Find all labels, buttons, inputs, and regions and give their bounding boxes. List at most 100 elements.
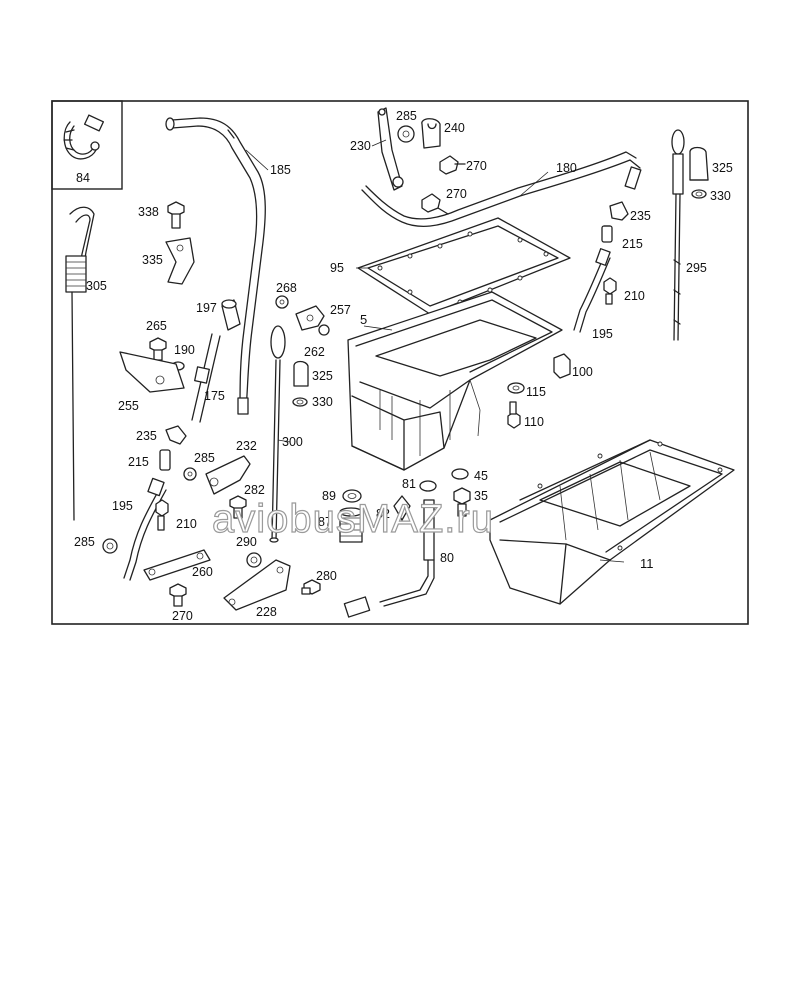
label-5: 5 bbox=[360, 312, 367, 327]
part-180-pipe bbox=[361, 151, 642, 228]
part-232-bracket bbox=[205, 455, 251, 495]
label-195: 195 bbox=[112, 499, 133, 513]
label-290: 290 bbox=[236, 535, 257, 549]
part-110-bolt bbox=[507, 401, 521, 429]
part-282-bolt bbox=[229, 495, 247, 519]
part-338-bolt bbox=[167, 201, 185, 229]
label-110: 110 bbox=[524, 415, 544, 429]
part-235-clip-right bbox=[609, 201, 629, 221]
part-257-bracket bbox=[295, 305, 325, 331]
part-215-fitting-left bbox=[159, 449, 171, 471]
part-228-bracket bbox=[223, 559, 291, 611]
label-282: 282 bbox=[244, 483, 265, 497]
label-195: 195 bbox=[592, 327, 613, 341]
label-35: 35 bbox=[474, 489, 488, 503]
part-285-washer-left bbox=[102, 538, 118, 554]
label-228: 228 bbox=[256, 605, 277, 619]
part-290-washer bbox=[246, 552, 262, 568]
part-262-clip bbox=[318, 324, 330, 336]
label-285: 285 bbox=[396, 109, 417, 123]
part-81-ring bbox=[419, 480, 437, 492]
label-210: 210 bbox=[624, 289, 645, 303]
label-190: 190 bbox=[174, 343, 195, 357]
part-89-ring bbox=[342, 489, 362, 503]
label-265: 265 bbox=[146, 319, 167, 333]
part-300-dipstick bbox=[269, 325, 286, 543]
inset-box-84 bbox=[51, 100, 123, 190]
label-270: 270 bbox=[466, 159, 487, 173]
part-270-bolt-bottom bbox=[169, 583, 187, 607]
label-270: 270 bbox=[172, 609, 193, 623]
part-84-clamp bbox=[63, 114, 105, 160]
callout-labels: 84 185 285 240 230 270 180 270 325 330 3… bbox=[74, 109, 733, 623]
part-197-sleeve bbox=[221, 299, 241, 331]
label-87: 87 bbox=[318, 515, 332, 529]
label-338: 338 bbox=[138, 205, 159, 219]
label-45: 45 bbox=[474, 469, 488, 483]
part-330-washer-mid bbox=[292, 397, 308, 407]
label-82: 82 bbox=[376, 507, 390, 521]
label-285: 285 bbox=[194, 451, 215, 465]
label-197: 197 bbox=[196, 301, 217, 315]
part-230-bracket bbox=[377, 107, 466, 215]
label-300: 300 bbox=[282, 435, 303, 449]
part-285-washer-mid bbox=[183, 467, 197, 481]
label-175: 175 bbox=[204, 389, 225, 403]
label-325: 325 bbox=[712, 161, 733, 175]
label-262: 262 bbox=[304, 345, 325, 359]
label-260: 260 bbox=[192, 565, 213, 579]
label-235: 235 bbox=[136, 429, 157, 443]
label-235: 235 bbox=[630, 209, 651, 223]
part-80-sensor bbox=[343, 499, 435, 618]
part-335-bracket bbox=[165, 237, 195, 285]
label-11: 11 bbox=[640, 556, 654, 571]
part-210-bolt-right bbox=[603, 277, 617, 305]
label-80: 80 bbox=[440, 551, 454, 565]
label-84: 84 bbox=[76, 171, 90, 185]
part-45-washer bbox=[451, 468, 469, 480]
label-255: 255 bbox=[118, 399, 139, 413]
part-325-cap-mid bbox=[293, 360, 309, 387]
part-11-lower-oil-pan bbox=[489, 439, 735, 605]
label-81: 81 bbox=[402, 477, 416, 491]
part-215-fitting-right bbox=[601, 225, 613, 243]
label-185: 185 bbox=[270, 163, 291, 177]
label-285: 285 bbox=[74, 535, 95, 549]
label-295: 295 bbox=[686, 261, 707, 275]
part-95-gasket bbox=[357, 217, 571, 315]
label-95: 95 bbox=[330, 261, 344, 275]
part-330-washer-top bbox=[691, 189, 707, 199]
label-270: 270 bbox=[446, 187, 467, 201]
part-82-seal bbox=[393, 495, 411, 521]
part-235-clip-left bbox=[165, 425, 187, 445]
label-280: 280 bbox=[316, 569, 337, 583]
part-100-plug bbox=[553, 353, 571, 379]
label-232: 232 bbox=[236, 439, 257, 453]
part-325-cap-top bbox=[689, 146, 709, 181]
label-257: 257 bbox=[330, 303, 351, 317]
watermark-text: aviobusMAZ.ru bbox=[212, 497, 494, 541]
label-268: 268 bbox=[276, 281, 297, 295]
label-215: 215 bbox=[128, 455, 149, 469]
label-210: 210 bbox=[176, 517, 197, 531]
part-195-tube-right bbox=[573, 248, 611, 333]
label-230: 230 bbox=[350, 139, 371, 153]
label-89: 89 bbox=[322, 489, 336, 503]
label-215: 215 bbox=[622, 237, 643, 251]
label-305: 305 bbox=[86, 279, 107, 293]
label-240: 240 bbox=[444, 121, 465, 135]
part-295-dipstick bbox=[671, 129, 685, 341]
part-210-bolt-left bbox=[155, 499, 169, 531]
label-330: 330 bbox=[710, 189, 731, 203]
label-115: 115 bbox=[526, 385, 546, 399]
part-175-tube bbox=[191, 333, 221, 423]
label-325: 325 bbox=[312, 369, 333, 383]
part-35-plug bbox=[453, 487, 471, 517]
label-180: 180 bbox=[556, 161, 577, 175]
label-330: 330 bbox=[312, 395, 333, 409]
part-305-dipstick-tube bbox=[65, 206, 95, 521]
part-280-bolt bbox=[301, 579, 321, 595]
leader-lines bbox=[245, 139, 625, 563]
label-335: 335 bbox=[142, 253, 163, 267]
